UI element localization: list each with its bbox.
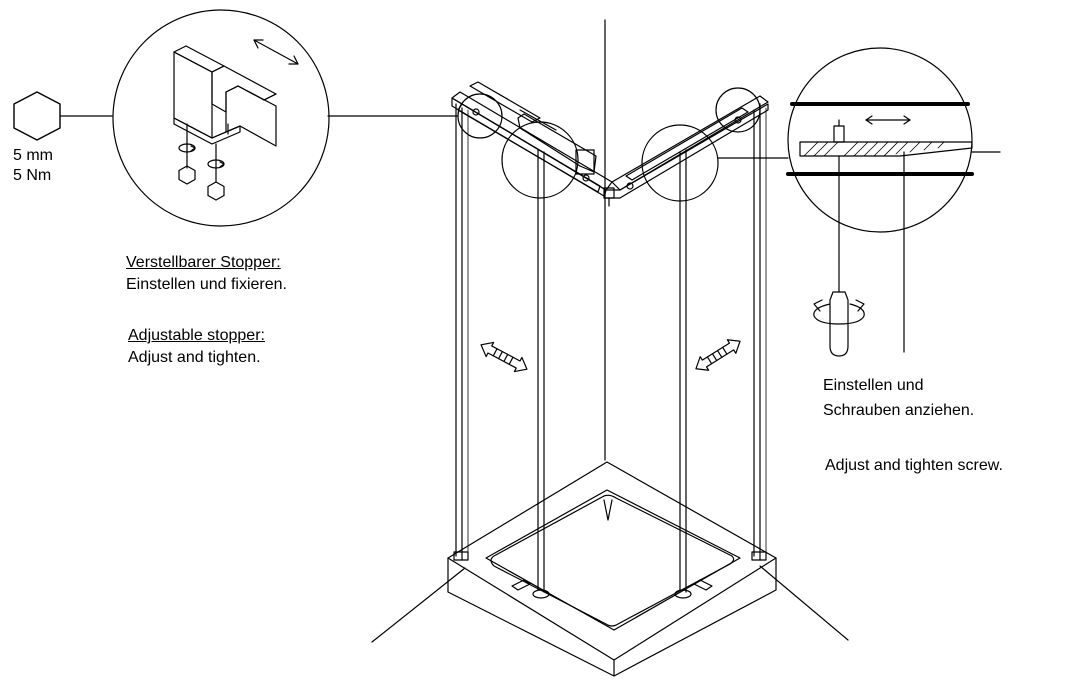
hex-key-size: 5 mm [13, 147, 53, 164]
screw-text-de-line2: Schrauben anziehen. [823, 402, 975, 419]
shower-tray [447, 461, 777, 677]
stopper-title-en: Adjustable stopper: [128, 327, 265, 344]
slide-arrow-icon [695, 339, 741, 371]
screw-detail-circle [786, 47, 1001, 353]
hexagon-icon [13, 91, 61, 141]
slide-arrow-icon [480, 341, 528, 373]
stopper-text-en: Adjust and tighten. [128, 349, 261, 366]
screw-text-de-line1: Einstellen und [823, 377, 924, 394]
screw-text-en: Adjust and tighten screw. [825, 457, 1003, 474]
leader-lines [59, 115, 789, 159]
top-rails [451, 81, 769, 207]
hex-key-torque: 5 Nm [13, 167, 52, 184]
detail-highlight-circles [457, 87, 761, 202]
frame-posts [453, 103, 767, 599]
stopper-title-de: Verstellbarer Stopper: [126, 254, 281, 271]
screwdriver-icon [813, 261, 865, 357]
stopper-detail-circle [112, 9, 330, 227]
room-corner-lines [371, 19, 849, 643]
stopper-text-de: Einstellen und fixieren. [126, 276, 287, 293]
